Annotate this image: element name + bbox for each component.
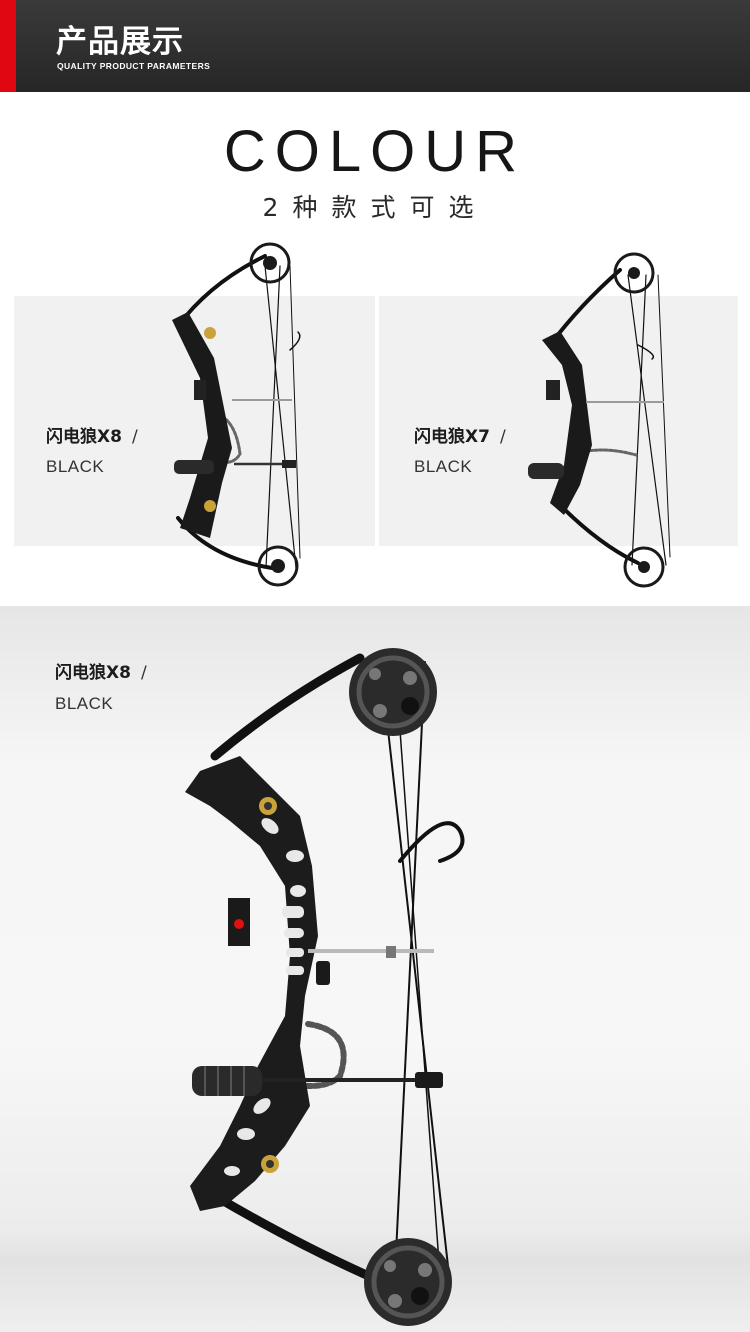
- product-name-text: 闪电狼X8: [46, 427, 122, 447]
- name-separator: /: [140, 663, 147, 683]
- compound-bow-x7-image: [528, 252, 671, 588]
- product-name-text: 闪电狼X7: [414, 427, 490, 447]
- colour-heading: COLOUR: [223, 119, 527, 184]
- colour-subheading: 2种款式可选: [262, 193, 488, 222]
- compound-bow-x8-large-image: [185, 648, 465, 1326]
- featured-product-color: BLACK: [55, 694, 114, 713]
- featured-product-name: 闪电狼X8 /: [55, 658, 147, 683]
- name-separator: /: [499, 427, 506, 447]
- header-accent-bar: [0, 0, 16, 92]
- header-subtitle: QUALITY PRODUCT PARAMETERS: [57, 61, 211, 71]
- product-name-x8: 闪电狼X8 /: [46, 422, 138, 447]
- featured-product-section: 闪电狼X8 / BLACK: [0, 606, 750, 1332]
- header-title: 产品展示: [56, 24, 184, 60]
- page-header: 产品展示 QUALITY PRODUCT PARAMETERS: [0, 0, 750, 92]
- product-color-x8: BLACK: [46, 457, 105, 476]
- product-color-x7: BLACK: [414, 457, 473, 476]
- product-name-x7: 闪电狼X7 /: [414, 422, 506, 447]
- name-separator: /: [131, 427, 138, 447]
- compound-bow-x8-image: [172, 242, 301, 587]
- product-name-text: 闪电狼X8: [55, 663, 131, 683]
